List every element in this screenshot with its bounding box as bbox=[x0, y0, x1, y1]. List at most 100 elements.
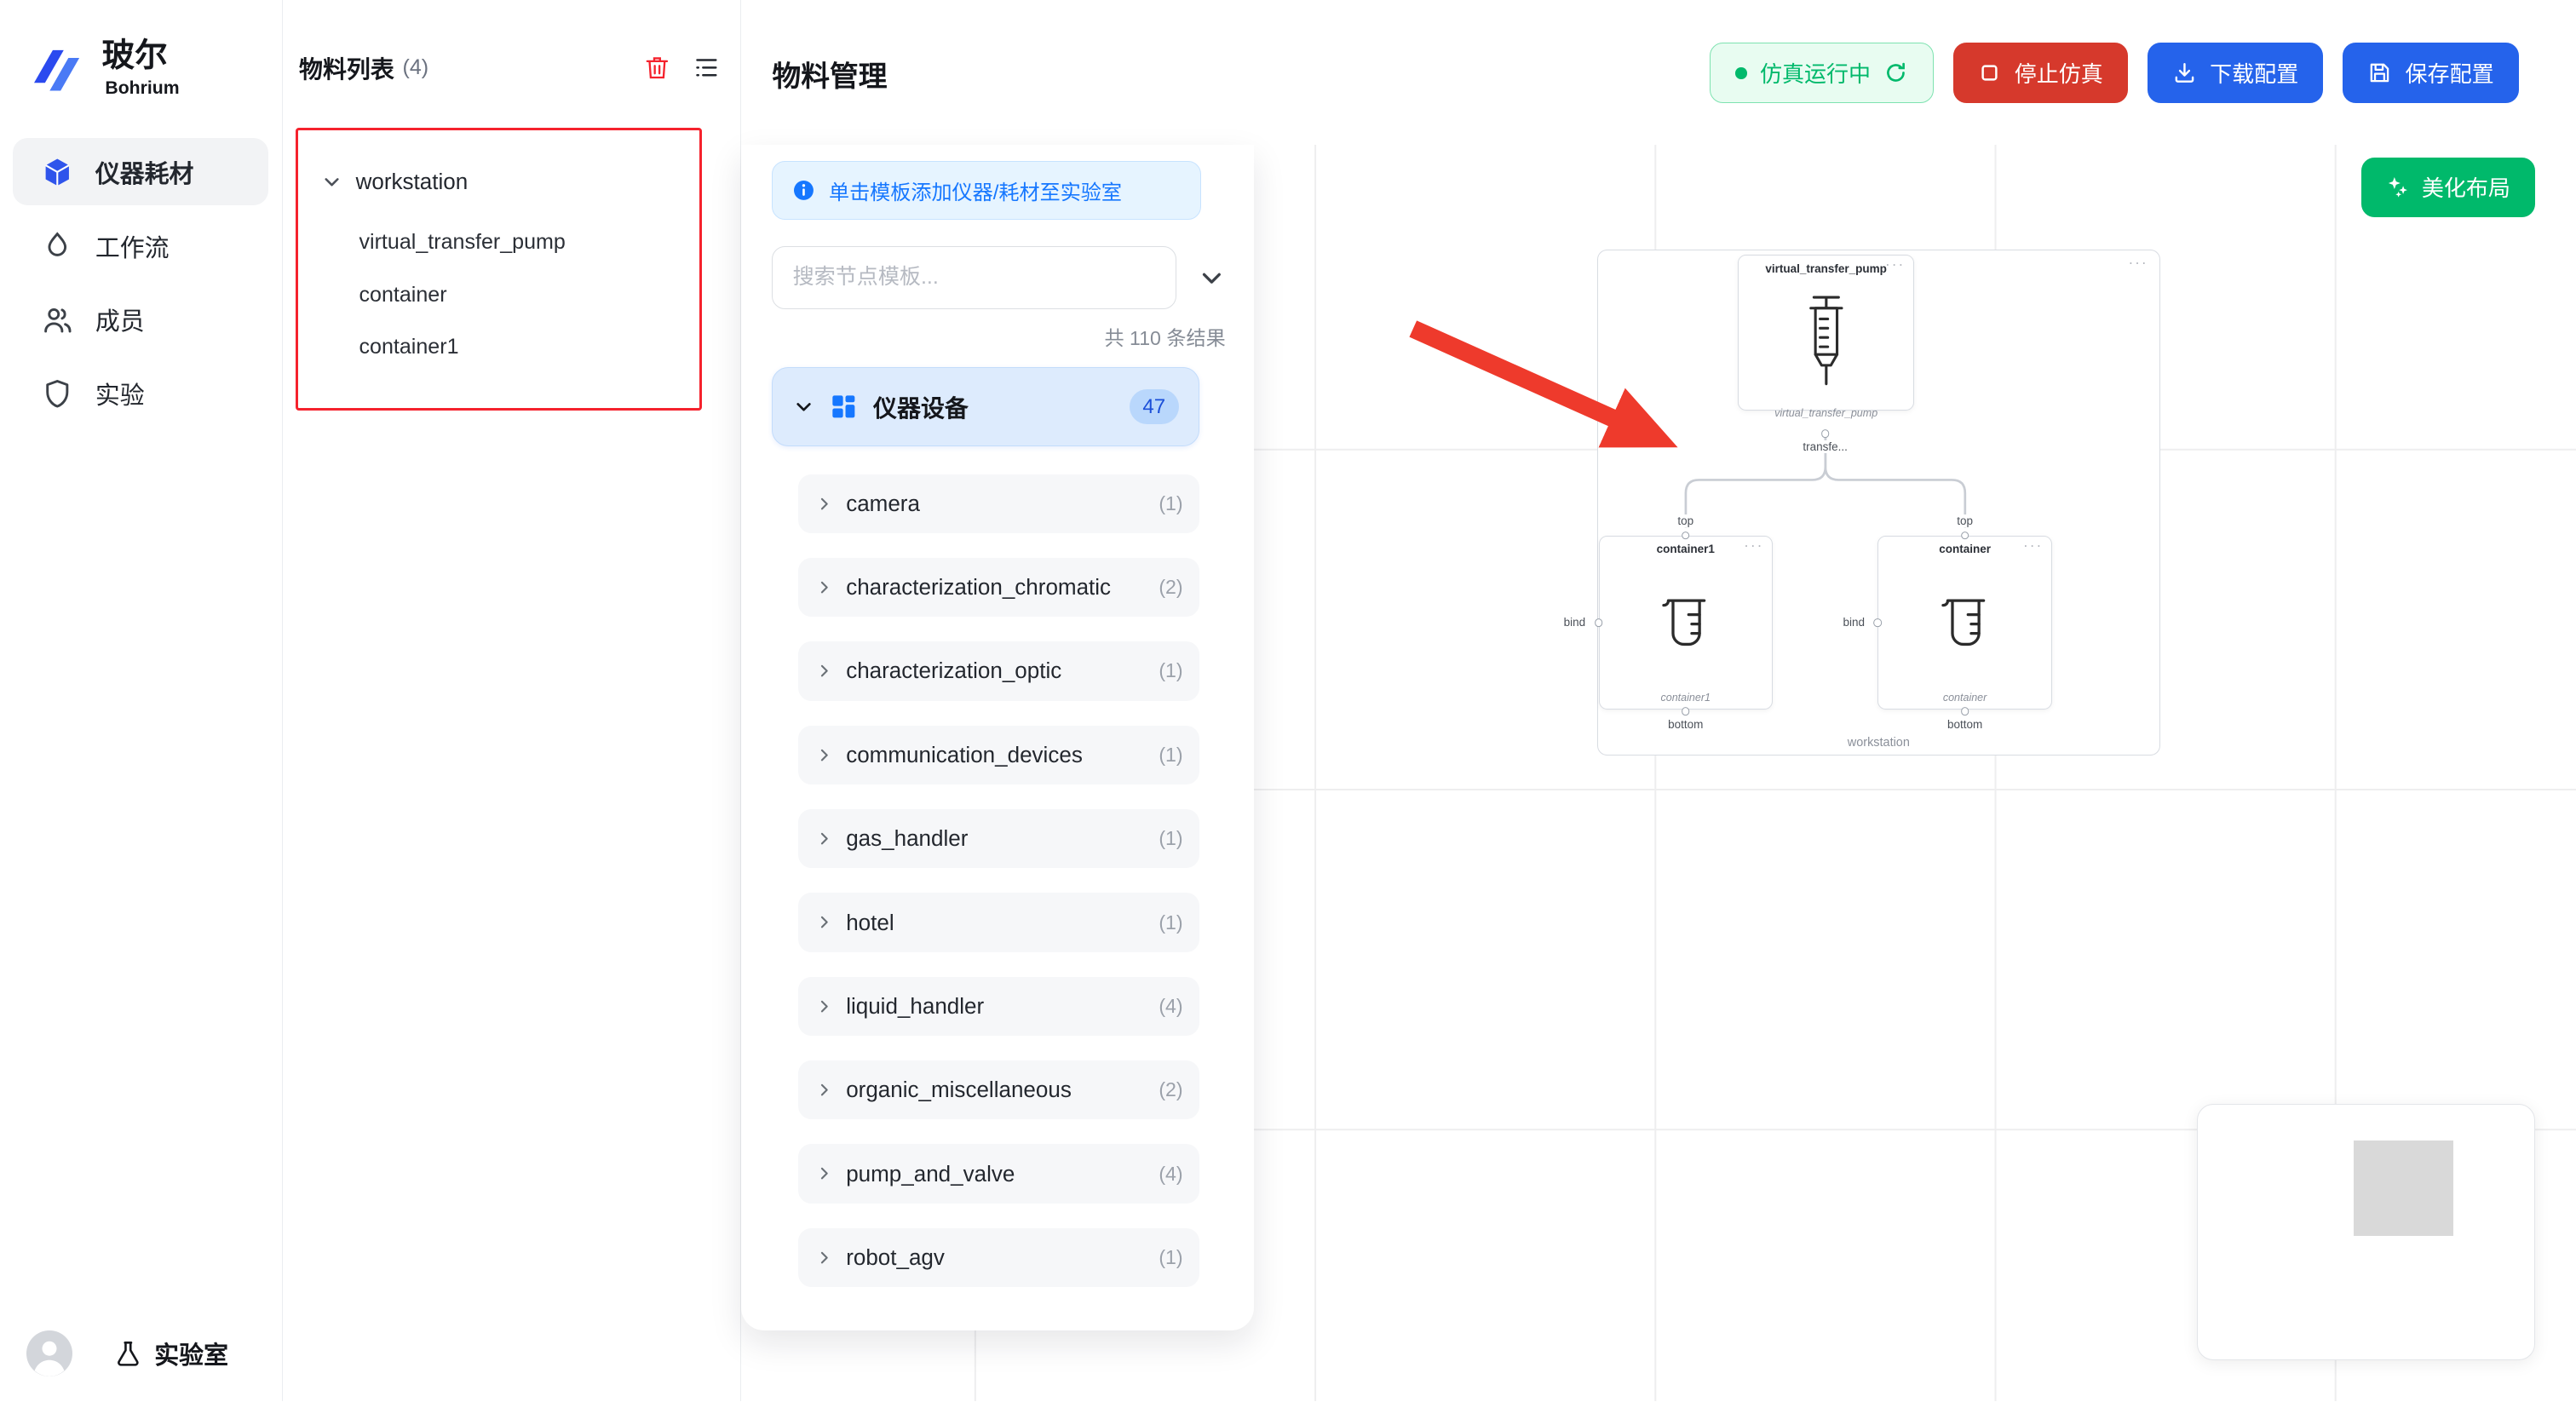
chevron-right-icon bbox=[815, 913, 833, 931]
node-more-icon[interactable]: ··· bbox=[1744, 536, 1764, 554]
template-item-label: hotel bbox=[846, 909, 894, 935]
page-title: 物料管理 bbox=[772, 60, 888, 93]
main-area: 物料管理 仿真运行中 停止仿真 下载配置 保存配置 ··· bbox=[740, 0, 2576, 1402]
chevron-down-icon bbox=[793, 396, 814, 417]
tree-node-workstation[interactable]: workstation bbox=[298, 157, 699, 206]
syringe-icon bbox=[1808, 296, 1843, 386]
template-item[interactable]: organic_miscellaneous (2) bbox=[798, 1060, 1199, 1120]
node-more-icon[interactable]: ··· bbox=[2023, 536, 2044, 554]
template-list: camera (1) characterization_chromatic (2… bbox=[772, 474, 1225, 1288]
template-item-label: pump_and_valve bbox=[846, 1160, 1015, 1187]
template-item[interactable]: liquid_handler (4) bbox=[798, 976, 1199, 1037]
workflow-icon bbox=[41, 229, 74, 262]
template-hint-banner[interactable]: 单击模板添加仪器/耗材至实验室 bbox=[772, 160, 1201, 221]
sparkles-icon bbox=[2389, 177, 2408, 198]
template-item[interactable]: characterization_optic (1) bbox=[798, 641, 1199, 701]
search-input[interactable] bbox=[772, 246, 1176, 309]
node-virtual-transfer-pump[interactable]: virtual_transfer_pump ··· bbox=[1738, 254, 1914, 411]
outline-list-icon[interactable] bbox=[693, 54, 721, 82]
sidebar-item-label: 工作流 bbox=[95, 234, 170, 262]
minimap-viewport[interactable] bbox=[2353, 1141, 2454, 1237]
port-dot[interactable] bbox=[1681, 531, 1690, 540]
material-list-count: (4) bbox=[402, 55, 429, 80]
stop-simulation-button[interactable]: 停止仿真 bbox=[1953, 43, 2128, 104]
port-dot[interactable] bbox=[1960, 531, 1969, 540]
template-panel: 单击模板添加仪器/耗材至实验室 共 110 条结果 仪器设备 47 bbox=[740, 144, 1254, 1331]
category-count-badge: 47 bbox=[1129, 389, 1179, 424]
simulation-status-button[interactable]: 仿真运行中 bbox=[1710, 43, 1935, 104]
category-instruments[interactable]: 仪器设备 47 bbox=[772, 367, 1199, 446]
port-dot[interactable] bbox=[1960, 707, 1969, 715]
template-item[interactable]: characterization_chromatic (2) bbox=[798, 557, 1199, 618]
results-summary: 共 110 条结果 bbox=[1104, 326, 1226, 349]
port-label-bind: bind bbox=[1839, 616, 1868, 629]
primary-sidebar: 玻尔 Bohrium 仪器耗材 工作流 成员 bbox=[0, 0, 283, 1402]
template-item[interactable]: pump_and_valve (4) bbox=[798, 1144, 1199, 1204]
chevron-right-icon bbox=[815, 1164, 833, 1182]
beautify-layout-button[interactable]: 美化布局 bbox=[2360, 158, 2535, 217]
port-label-bottom: bottom bbox=[1944, 717, 1987, 731]
tree-node-virtual-transfer-pump[interactable]: virtual_transfer_pump bbox=[359, 230, 566, 255]
port-dot[interactable] bbox=[1594, 618, 1603, 627]
sidebar-item-workflow[interactable]: 工作流 bbox=[13, 212, 268, 279]
save-label: 保存配置 bbox=[2405, 61, 2494, 88]
port-dot[interactable] bbox=[1681, 707, 1690, 715]
sidebar-menu: 仪器耗材 工作流 成员 实验 bbox=[0, 138, 282, 427]
bohrium-logo-icon bbox=[25, 39, 87, 108]
template-item-count: (1) bbox=[1159, 1245, 1183, 1268]
template-item[interactable]: gas_handler (1) bbox=[798, 808, 1199, 869]
template-item[interactable]: robot_agv (1) bbox=[798, 1227, 1199, 1288]
lab-switcher[interactable]: 实验室 bbox=[113, 1336, 228, 1371]
minimap[interactable] bbox=[2196, 1104, 2535, 1360]
download-icon bbox=[2175, 63, 2194, 83]
node-title: container1 bbox=[1656, 543, 1715, 556]
chevron-right-icon bbox=[815, 495, 833, 513]
beautify-label: 美化布局 bbox=[2421, 175, 2510, 202]
node-sub-label: virtual_transfer_pump bbox=[1774, 407, 1878, 420]
port-dot[interactable] bbox=[1820, 429, 1830, 438]
download-config-button[interactable]: 下载配置 bbox=[2147, 43, 2324, 104]
tree-node-container1[interactable]: container1 bbox=[359, 335, 459, 359]
info-icon bbox=[793, 181, 814, 201]
chevron-right-icon bbox=[815, 746, 833, 764]
group-label: workstation bbox=[1847, 736, 1910, 750]
chevron-right-icon bbox=[815, 578, 833, 596]
sidebar-item-experiments[interactable]: 实验 bbox=[13, 360, 268, 428]
group-more-icon[interactable]: ··· bbox=[2128, 253, 2148, 271]
save-config-button[interactable]: 保存配置 bbox=[2343, 43, 2519, 104]
save-icon bbox=[2370, 64, 2389, 83]
sidebar-item-label: 仪器耗材 bbox=[95, 160, 194, 188]
grid-icon bbox=[829, 392, 859, 422]
lab-label: 实验室 bbox=[154, 1342, 228, 1370]
node-container[interactable]: container ··· container bbox=[1877, 535, 2052, 710]
template-item-label: liquid_handler bbox=[846, 992, 985, 1019]
port-label-transfer: transfe... bbox=[1799, 440, 1851, 453]
template-item-count: (1) bbox=[1159, 743, 1183, 766]
sidebar-item-instruments[interactable]: 仪器耗材 bbox=[13, 138, 269, 206]
material-list-title: 物料列表 bbox=[299, 55, 394, 83]
collapse-chevron-icon[interactable] bbox=[1198, 264, 1226, 292]
port-dot[interactable] bbox=[1873, 618, 1883, 627]
tree-node-container[interactable]: container bbox=[359, 282, 447, 307]
download-label: 下载配置 bbox=[2210, 61, 2299, 88]
cube-icon bbox=[41, 156, 74, 189]
template-item-count: (1) bbox=[1159, 491, 1183, 514]
flask-icon bbox=[118, 1341, 139, 1366]
sidebar-item-label: 实验 bbox=[95, 382, 145, 411]
trash-icon[interactable] bbox=[643, 54, 671, 82]
template-item[interactable]: hotel (1) bbox=[798, 893, 1199, 952]
sidebar-item-members[interactable]: 成员 bbox=[13, 286, 268, 353]
node-more-icon[interactable]: ··· bbox=[1885, 255, 1906, 273]
brand: 玻尔 Bohrium bbox=[0, 0, 282, 138]
brand-subname: Bohrium bbox=[105, 78, 180, 98]
node-container1[interactable]: container1 ··· container1 bbox=[1598, 535, 1773, 710]
template-item[interactable]: camera (1) bbox=[798, 474, 1199, 533]
template-item-label: camera bbox=[846, 490, 920, 516]
tree-node-label: workstation bbox=[355, 168, 469, 194]
template-item-count: (2) bbox=[1159, 576, 1183, 599]
stop-icon bbox=[1981, 65, 1998, 81]
members-icon bbox=[41, 303, 74, 336]
chevron-right-icon bbox=[815, 1081, 833, 1099]
template-item[interactable]: communication_devices (1) bbox=[798, 725, 1199, 785]
avatar[interactable] bbox=[26, 1330, 72, 1377]
